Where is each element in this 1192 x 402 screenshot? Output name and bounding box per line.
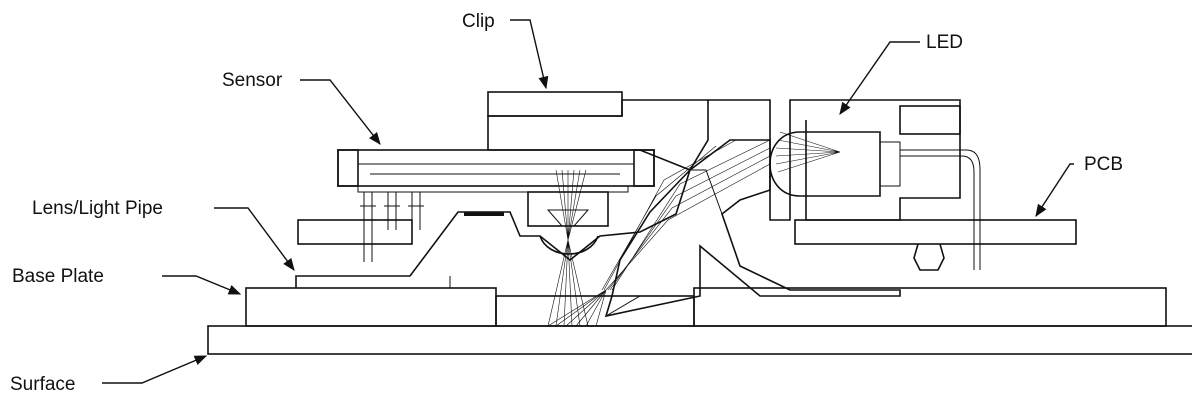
pcb	[297, 219, 1077, 271]
clip-label: Clip	[462, 11, 495, 32]
sensor-leader	[300, 79, 381, 145]
leader-lines	[102, 19, 1074, 384]
light-rays	[547, 131, 841, 327]
clip	[487, 91, 709, 171]
surface-leader	[102, 355, 208, 384]
lens-light-pipe	[295, 139, 901, 318]
led-housing	[708, 99, 981, 270]
sensor-label: Sensor	[222, 70, 283, 91]
led-label: LED	[926, 32, 963, 53]
base-plate-label: Base Plate	[12, 266, 104, 287]
surface-label: Surface	[10, 374, 75, 395]
pcb-leader	[1035, 163, 1074, 218]
sensor-assembly	[337, 149, 655, 262]
lens-label: Lens/Light Pipe	[32, 198, 163, 219]
lens-leader	[214, 207, 295, 272]
clip-leader	[510, 19, 549, 90]
led-leader	[839, 41, 920, 116]
surface	[207, 325, 1192, 355]
base-plate-leader	[162, 275, 242, 295]
base-plate	[245, 287, 1167, 327]
pcb-label: PCB	[1084, 154, 1123, 175]
